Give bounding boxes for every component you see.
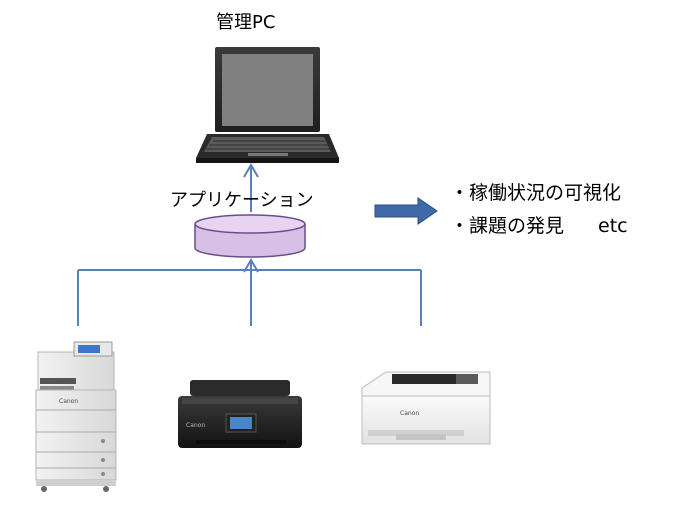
pc-title: 管理PC <box>216 12 276 33</box>
large-copier-icon <box>35 341 117 492</box>
laptop-icon <box>196 47 339 163</box>
inkjet-printer-icon <box>178 380 302 448</box>
database-icon <box>194 214 306 258</box>
arrowhead-database <box>243 258 259 273</box>
output-arrow <box>374 197 438 225</box>
laser-brand: Canon <box>400 410 420 417</box>
result-etc: etc <box>598 215 628 237</box>
result-issue-discovery: ・課題の発見 etc <box>450 211 628 238</box>
inkjet-brand: Canon <box>186 422 206 429</box>
result-visualization: ・稼働状況の可視化 <box>450 182 622 204</box>
copier-brand: Canon <box>59 398 79 405</box>
connector-lines <box>77 165 422 326</box>
arrow-heads <box>243 163 259 273</box>
laser-printer-icon <box>361 371 491 445</box>
result-issue-text: ・課題の発見 <box>450 215 565 237</box>
application-label: アプリケーション <box>170 190 314 211</box>
arrowhead-pc <box>243 163 259 178</box>
